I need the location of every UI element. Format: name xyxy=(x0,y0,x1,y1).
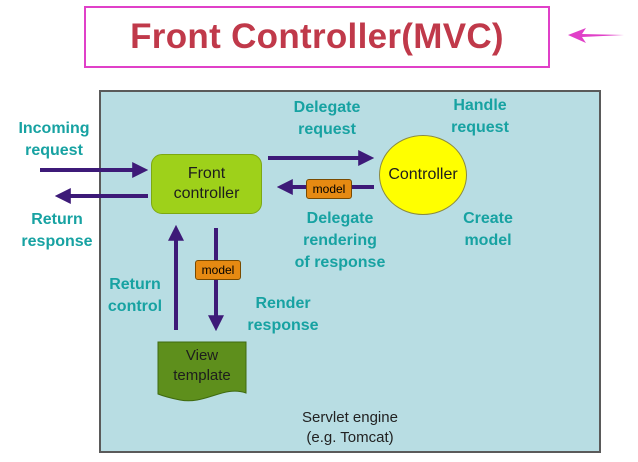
delegate-request-line1: Delegate xyxy=(293,99,361,116)
servlet-engine-line2: (e.g. Tomcat) xyxy=(306,429,394,446)
create-model-label: Create model xyxy=(450,208,526,252)
incoming-request-line1: Incoming xyxy=(18,120,90,137)
pointer-arrow-icon xyxy=(568,28,624,43)
servlet-engine-line1: Servlet engine xyxy=(302,409,398,426)
incoming-request-label: Incoming request xyxy=(10,118,98,162)
render-response-line1: Render xyxy=(255,295,311,312)
delegate-rendering-line2: rendering xyxy=(303,232,377,249)
return-response-line2: response xyxy=(21,233,93,250)
front-controller-line2: controller xyxy=(173,185,240,202)
create-model-line1: Create xyxy=(463,210,513,227)
delegate-rendering-line1: Delegate xyxy=(306,210,374,227)
return-control-line2: control xyxy=(107,298,163,315)
render-response-label: Render response xyxy=(238,293,328,337)
render-response-line2: response xyxy=(247,317,319,334)
view-template-label: View template xyxy=(158,346,246,386)
delegate-rendering-label: Delegate rendering of response xyxy=(285,208,395,274)
model-tag-render: model xyxy=(195,260,241,280)
view-template-line2: template xyxy=(173,367,231,384)
view-template-line1: View xyxy=(185,347,219,364)
view-template-shape xyxy=(157,341,247,402)
page-title: Front Controller(MVC) xyxy=(130,17,504,56)
model-tag-delegate: model xyxy=(306,179,352,199)
servlet-engine-label: Servlet engine (e.g. Tomcat) xyxy=(250,408,450,448)
return-response-line1: Return xyxy=(31,211,83,228)
model-tag-delegate-label: model xyxy=(312,182,346,196)
return-control-label: Return control xyxy=(100,274,170,318)
return-control-line1: Return xyxy=(109,276,161,293)
handle-request-line2: request xyxy=(451,119,509,136)
delegate-request-label: Delegate request xyxy=(282,97,372,141)
title-box: Front Controller(MVC) xyxy=(84,6,550,68)
delegate-request-line2: request xyxy=(298,121,356,138)
delegate-rendering-line3: of response xyxy=(294,254,386,271)
front-controller-node: Front controller xyxy=(151,154,262,214)
create-model-line2: model xyxy=(464,232,512,249)
incoming-request-line2: request xyxy=(25,142,83,159)
controller-label: Controller xyxy=(388,166,458,183)
return-response-label: Return response xyxy=(12,209,102,253)
front-controller-line1: Front xyxy=(187,165,226,182)
controller-node: Controller xyxy=(379,135,467,215)
handle-request-label: Handle request xyxy=(440,95,520,139)
model-tag-render-label: model xyxy=(201,263,235,277)
handle-request-line1: Handle xyxy=(453,97,507,114)
